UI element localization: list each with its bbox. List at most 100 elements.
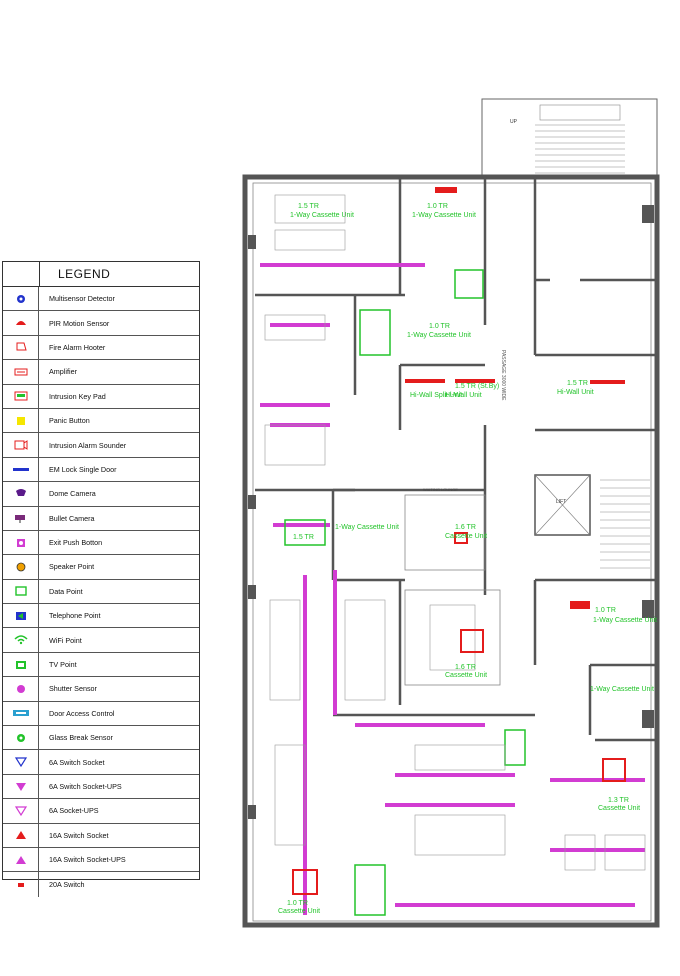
legend-row: 6A Switch Socket-UPS (3, 774, 199, 800)
legend-label: 16A Switch Socket (49, 830, 109, 840)
legend-label: Telephone Point (49, 611, 101, 621)
legend-label: PIR Motion Sensor (49, 318, 110, 328)
legend-row: Speaker Point (3, 555, 199, 580)
switch-20a-icon (3, 872, 39, 897)
ac-label-10-sub: Cassette Unit (445, 672, 487, 679)
legend-label: 6A Socket-UPS (49, 806, 99, 816)
legend-label: Shutter Sensor (49, 684, 97, 694)
bullet-camera-icon (3, 506, 39, 530)
ac-label-4-sub: Hi-Wall Unit (445, 392, 482, 399)
fire-alarm-hooter-icon (3, 335, 39, 360)
waiting-lounge: WAITING LOUNGE (404, 487, 501, 686)
switch-socket-6a-icon (3, 750, 39, 774)
legend-row: Exit Push Botton (3, 530, 199, 556)
telephone-point-icon (3, 604, 39, 628)
legend-row: Amplifier (3, 360, 199, 385)
ac-label-12: 1.3 TR (608, 797, 629, 804)
waiting-lounge-label: WAITING LOUNGE (423, 487, 458, 492)
legend-label: Data Point (49, 586, 83, 596)
dome-camera-icon (3, 482, 39, 506)
staircase-top: UP (481, 98, 658, 180)
amplifier-icon (3, 360, 39, 384)
legend-row: PIR Motion Sensor (3, 311, 199, 336)
ac-label-8: 1.6 TR (455, 524, 476, 531)
ac-label-8-sub: Cassette Unit (445, 533, 487, 540)
floor-plan: UP LIFT (242, 98, 660, 928)
structural-columns (248, 205, 654, 819)
ac-units (284, 187, 626, 916)
legend-title: LEGEND (58, 267, 111, 281)
passage-label: PASSAGE 3000 WIDE (500, 350, 506, 401)
legend-label: 6A Switch Socket-UPS (49, 782, 122, 791)
multisensor-detector-icon (3, 287, 39, 311)
exit-push-button-icon (3, 530, 39, 555)
legend-row: Panic Button (3, 408, 199, 434)
ac-label-6-sub: Hi-Wall Unit (557, 389, 594, 396)
alarm-sounder-icon (3, 433, 39, 457)
ac-label-3: 1.0 TR (429, 323, 450, 330)
legend-row: Glass Break Sensor (3, 726, 199, 751)
ac-label-9: 1.0 TR (595, 607, 616, 614)
outer-walls (242, 174, 660, 928)
switch-socket-16a-ups-icon (3, 847, 39, 872)
ac-label-7: 1.5 TR (293, 534, 314, 541)
door-access-control-icon (3, 701, 39, 726)
ac-label-6: 1.5 TR (567, 380, 588, 387)
wifi-point-icon (3, 628, 39, 652)
legend-label: Panic Button (49, 416, 90, 426)
legend-label: 20A Switch (49, 880, 85, 890)
legend-header: LEGEND (3, 262, 199, 287)
legend-label: Speaker Point (49, 562, 95, 572)
legend-row: 20A Switch (3, 872, 199, 897)
furniture (264, 194, 646, 871)
legend-label: Multisensor Detector (49, 294, 115, 304)
stair-up-label: UP (510, 119, 518, 125)
legend-row: 16A Switch Socket-UPS (3, 847, 199, 873)
legend-label: TV Point (49, 660, 77, 670)
legend-label: Fire Alarm Hooter (49, 342, 106, 352)
legend-row: Data Point (3, 579, 199, 605)
legend-row: Intrusion Key Pad (3, 384, 199, 409)
legend-row: WiFi Point (3, 628, 199, 653)
legend-label: Dome Camera (49, 489, 96, 499)
interior-walls (255, 177, 655, 742)
legend-row: TV Point (3, 652, 199, 678)
legend-row: Intrusion Alarm Sounder (3, 433, 199, 458)
ac-label-group: 1.5 TR 1-Way Cassette Unit 1.0 TR 1-Way … (278, 203, 657, 915)
legend-row: Fire Alarm Hooter (3, 335, 199, 361)
legend-label: 16A Switch Socket-UPS (49, 855, 126, 865)
legend-row: Bullet Camera (3, 506, 199, 531)
data-point-icon (3, 579, 39, 604)
ac-label-3-sub: 1-Way Cassette Unit (407, 332, 471, 339)
legend-label: EM Lock Single Door (49, 464, 117, 474)
legend-label: Glass Break Sensor (49, 733, 113, 743)
ac-label-1-sub: 1-Way Cassette Unit (290, 212, 354, 219)
legend-label: 6A Switch Socket (49, 757, 105, 767)
staircase-mid (600, 479, 650, 569)
ac-label-11: 1-Way Cassette Unit (590, 686, 654, 693)
legend-row: 16A Switch Socket (3, 823, 199, 848)
legend-row: 6A Socket-UPS (3, 799, 199, 824)
pir-motion-sensor-icon (3, 311, 39, 335)
legend-row: Telephone Point (3, 604, 199, 629)
em-lock-icon (3, 457, 39, 482)
legend-label: Amplifier (49, 367, 77, 377)
legend-row: Dome Camera (3, 482, 199, 507)
switch-socket-16a-icon (3, 823, 39, 847)
legend-label: Door Access Control (49, 708, 115, 718)
ac-label-7-sub: 1-Way Cassette Unit (335, 524, 399, 531)
panic-button-icon (3, 408, 39, 433)
legend-label: Bullet Camera (49, 513, 95, 523)
tv-point-icon (3, 652, 39, 677)
lift-shaft: LIFT (534, 474, 591, 536)
socket-6a-ups-icon (3, 799, 39, 823)
ac-label-4: 1.5 TR (St.By) (455, 383, 499, 390)
legend-row: Door Access Control (3, 701, 199, 727)
legend-label: WiFi Point (49, 635, 82, 645)
ac-label-9-sub: 1-Way Cassette Unit (593, 617, 657, 624)
switch-socket-6a-ups-icon (3, 774, 39, 799)
ac-label-2-sub: 1-Way Cassette Unit (412, 212, 476, 219)
lighting-fixtures (260, 263, 645, 915)
legend-label: Exit Push Botton (49, 538, 103, 548)
